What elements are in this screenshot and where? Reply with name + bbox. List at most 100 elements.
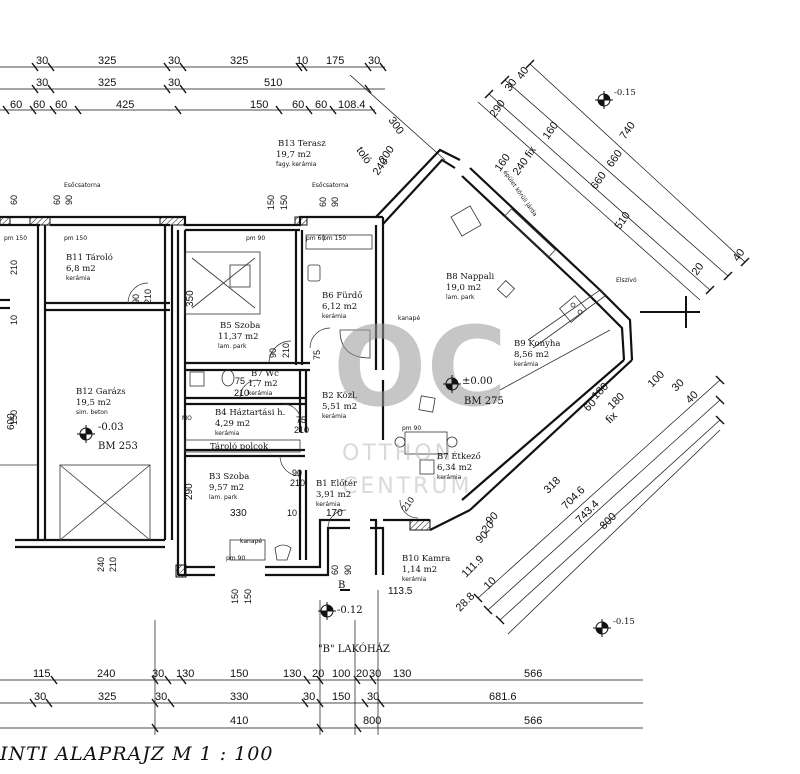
dim-label: 10 bbox=[482, 575, 499, 592]
room-area: 1,7 m2 bbox=[248, 379, 278, 389]
dim-label: 660 bbox=[605, 148, 625, 170]
dim-label: 60 bbox=[315, 99, 327, 111]
dim-label: 325 bbox=[98, 55, 116, 67]
furniture bbox=[0, 205, 611, 561]
room-floor: kerámia bbox=[215, 430, 240, 437]
room-floor: kerámia bbox=[316, 501, 341, 508]
shower-symbol bbox=[339, 329, 371, 359]
room-floor: kerámia bbox=[514, 361, 539, 368]
dim-label: 350 bbox=[185, 290, 196, 307]
dim-label: 113.5 bbox=[388, 586, 413, 597]
dim-label: 240 bbox=[96, 557, 106, 572]
room-floor: kerámia bbox=[322, 413, 347, 420]
dim-label: 75 bbox=[235, 376, 245, 386]
dim-label: 150 bbox=[279, 195, 289, 210]
dim-label: 111.9 bbox=[460, 553, 487, 580]
section-line bbox=[340, 296, 700, 591]
dim-label: 60 bbox=[9, 195, 19, 205]
level-label: -0.12 bbox=[337, 605, 363, 616]
room-area: 3,91 m2 bbox=[316, 490, 351, 500]
room-floor: kerámia bbox=[248, 390, 273, 397]
level-label: ±0.00 bbox=[462, 376, 493, 387]
dim-label: 30 bbox=[152, 668, 164, 680]
room-name: B9 Konyha bbox=[514, 339, 560, 349]
level-label: -0.15 bbox=[614, 88, 636, 98]
dim-label: 40 bbox=[684, 389, 701, 406]
sofa-note: kanapé bbox=[240, 538, 262, 545]
dim-label: 800 bbox=[363, 715, 381, 727]
dim-label: 60 bbox=[10, 99, 22, 111]
room-area: 9,57 m2 bbox=[209, 483, 244, 493]
room-area: 6,12 m2 bbox=[322, 302, 357, 312]
dim-label: 410 bbox=[230, 715, 248, 727]
room-area: 19,7 m2 bbox=[276, 150, 311, 160]
dim-label: 20 bbox=[356, 668, 368, 680]
dim-label: 90 bbox=[330, 197, 340, 207]
dim-label: 30 bbox=[168, 55, 180, 67]
shelf-symbol bbox=[184, 439, 301, 453]
watermark-line2: CENTRUM bbox=[342, 474, 473, 499]
room-floor: kerámia bbox=[322, 313, 347, 320]
dim-label: 90 bbox=[64, 195, 74, 205]
pm-note: pm 150 bbox=[4, 235, 27, 242]
dim-label: 90 bbox=[268, 348, 278, 358]
dim-label: 60 bbox=[318, 197, 328, 207]
room-area: 11,37 m2 bbox=[218, 332, 259, 342]
dim-label: 130 bbox=[283, 668, 301, 680]
dim-label: 130 bbox=[393, 668, 411, 680]
dim-label: 115 bbox=[33, 668, 51, 680]
dim-label: 60 bbox=[52, 195, 62, 205]
dim-label: 150 bbox=[250, 99, 268, 111]
dim-label: 800 bbox=[598, 511, 619, 532]
extract-note: Elszívó bbox=[616, 277, 637, 284]
dim-label: 510 bbox=[264, 77, 282, 89]
dim-label: 170 bbox=[326, 508, 343, 519]
armchair-symbol bbox=[450, 205, 482, 237]
dim-label: 30 bbox=[34, 691, 46, 703]
room-floor: fagy. kerámia bbox=[276, 161, 317, 168]
dim-label: 210 bbox=[281, 343, 291, 358]
dim-label: 210 bbox=[9, 260, 19, 275]
sliding-note: toló bbox=[354, 145, 374, 166]
dim-label: 325 bbox=[230, 55, 248, 67]
top-dimension-chains bbox=[0, 62, 387, 115]
dim-label: 566 bbox=[524, 715, 542, 727]
room-floor: lam. park bbox=[209, 494, 238, 501]
dim-label: 90 bbox=[131, 294, 141, 304]
room-name: B7 Wc bbox=[251, 369, 279, 379]
pm-note: pm 60 bbox=[306, 235, 325, 242]
top-dimension-labels: 30 325 30 325 10 175 30 30 325 30 510 60… bbox=[10, 55, 380, 111]
bm-label: BM 253 bbox=[98, 441, 138, 452]
dim-label: 210 bbox=[290, 478, 305, 488]
room-area: 6,34 m2 bbox=[437, 463, 472, 473]
dim-label: 60 bbox=[55, 99, 67, 111]
room-area: 6,8 m2 bbox=[66, 264, 96, 274]
dim-label: 10 bbox=[287, 508, 297, 518]
dim-label: 30 bbox=[36, 77, 48, 89]
room-floor: kerámia bbox=[66, 275, 91, 282]
room-floor: lam. park bbox=[218, 343, 247, 350]
dim-label: 30 bbox=[168, 77, 180, 89]
dim-label: 130 bbox=[176, 668, 194, 680]
bathtub-symbol bbox=[305, 234, 373, 250]
shelf-note: Tároló polcok bbox=[210, 441, 269, 452]
kitchen-counter bbox=[527, 289, 606, 349]
room-name: B5 Szoba bbox=[220, 321, 260, 331]
pm-note: pm 90 bbox=[226, 555, 245, 562]
dim-label: 40 bbox=[515, 65, 532, 82]
dim-label: 10 bbox=[9, 315, 19, 325]
dim-label: 210 bbox=[143, 289, 153, 304]
level-label: -0.03 bbox=[98, 422, 124, 433]
room-floor: sim. beton bbox=[76, 409, 108, 416]
room-name: B6 Fürdő bbox=[322, 290, 362, 301]
dim-label: 30 bbox=[503, 77, 520, 94]
watermark-logo: OC bbox=[333, 303, 507, 431]
dim-label: 210 bbox=[234, 388, 249, 398]
dim-label: 30 bbox=[367, 691, 379, 703]
dim-label: 330 bbox=[230, 691, 248, 703]
dim-label: 100 bbox=[646, 369, 667, 390]
dim-label: 60 bbox=[330, 565, 340, 575]
pm-note: pm 90 bbox=[246, 235, 265, 242]
gutter-note: Esőcsatorna bbox=[64, 182, 101, 189]
